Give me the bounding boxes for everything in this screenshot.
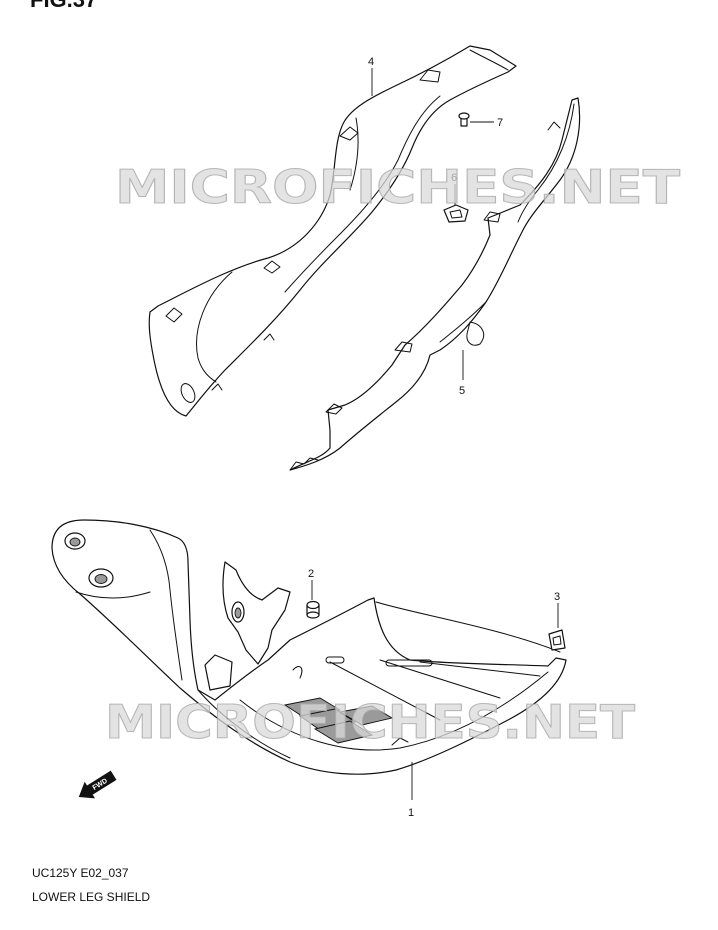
part-1-stay-bracket xyxy=(222,561,291,665)
part-1-bracket-right xyxy=(391,737,409,746)
callout-5: 5 xyxy=(459,385,465,397)
part-1-rib-c xyxy=(419,661,541,677)
watermark-upper: MICROFICHES.NET xyxy=(115,160,681,214)
part-4-tab-d xyxy=(165,307,183,323)
part-6-tongue xyxy=(449,209,463,219)
part-4-drawing xyxy=(148,45,517,417)
part-1-tower-edge xyxy=(149,529,183,681)
part-7-head xyxy=(458,112,470,120)
part-1-grille-slat-d xyxy=(338,705,394,726)
part-5-tip-teeth xyxy=(289,457,319,471)
part-7-screw xyxy=(458,112,494,127)
part-4-inner-edge xyxy=(284,95,441,293)
part-5-boss xyxy=(466,321,485,346)
diagram-title: LOWER LEG SHIELD xyxy=(32,890,150,904)
fwd-arrow-icon: FWD xyxy=(78,770,117,799)
part-1-drawing xyxy=(51,519,567,800)
callout-2: 2 xyxy=(308,568,314,580)
part-4-tab-b xyxy=(339,126,359,141)
part-1-floor-rim xyxy=(239,671,549,751)
fwd-arrow-shape xyxy=(78,770,117,799)
part-5-outline xyxy=(289,97,581,471)
figure-number: FIG.37 xyxy=(30,0,97,12)
part-4-tab-e xyxy=(263,333,275,341)
diagram-code: UC125Y E02_037 xyxy=(32,866,129,880)
watermark-lower: MICROFICHES.NET xyxy=(105,695,636,749)
part-1-slot-b xyxy=(325,656,345,664)
part-4-tab-a xyxy=(419,69,441,83)
callout-3: 3 xyxy=(554,591,560,603)
part-4-opening-rim xyxy=(196,271,233,383)
part-5-tab-a xyxy=(547,121,561,131)
part-1-slot-a xyxy=(385,659,433,667)
part-3-tongue xyxy=(552,635,562,646)
callout-1: 1 xyxy=(408,807,414,819)
part-1-rib-a xyxy=(329,661,441,721)
part-4-mount-hole xyxy=(180,383,196,403)
part-1-grille-slat-c xyxy=(313,720,374,744)
part-5-tab-b xyxy=(483,211,501,223)
part-1-rod xyxy=(292,666,303,679)
part-5-rim-line xyxy=(517,103,575,223)
part-3-body xyxy=(548,629,566,651)
part-1-outline xyxy=(51,519,567,775)
callout-6: 6 xyxy=(451,172,457,184)
part-6-clip xyxy=(443,184,469,223)
callout-7: 7 xyxy=(497,117,503,129)
part-4-flange-line xyxy=(349,117,359,191)
part-1-stay-hole-inner xyxy=(234,607,242,619)
part-5-tab-c xyxy=(394,341,413,353)
callout-4: 4 xyxy=(368,56,374,68)
part-1-right-lip xyxy=(375,601,561,653)
part-4-outline xyxy=(148,45,517,417)
part-1-front-block xyxy=(204,654,233,691)
part-1-tower-base xyxy=(75,591,151,599)
part-4-top-lip xyxy=(469,49,509,71)
part-6-body xyxy=(443,204,469,223)
part-1-inner-wall xyxy=(197,689,291,759)
part-4-tab-f xyxy=(211,383,223,391)
part-2-head xyxy=(306,600,320,610)
part-1-tower-hole-upper-inner xyxy=(69,537,81,547)
part-5-tab-d xyxy=(325,403,343,415)
part-2-base xyxy=(306,611,320,619)
part-3-clip xyxy=(548,603,566,651)
part-4-tab-c xyxy=(263,260,281,274)
part-1-tower-hole-lower-inner xyxy=(94,574,108,584)
part-5-drawing xyxy=(289,97,581,471)
part-2-screw xyxy=(306,580,320,619)
part-5-flange-line xyxy=(439,301,487,343)
